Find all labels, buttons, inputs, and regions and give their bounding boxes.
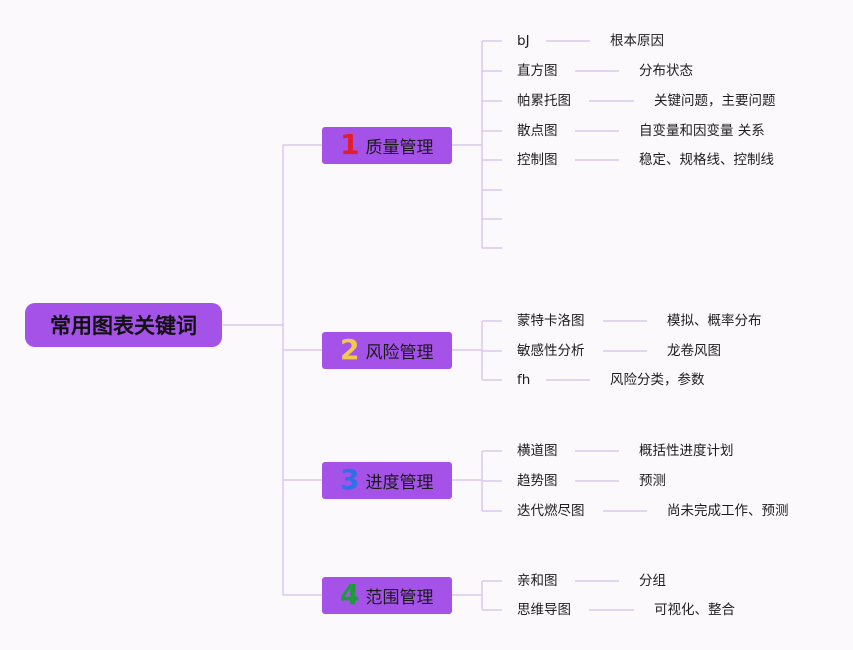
root-node[interactable]: 常用图表关键词 bbox=[25, 303, 222, 347]
leaf-node[interactable]: 蒙特卡洛图 bbox=[517, 313, 585, 329]
branch-label: 质量管理 bbox=[365, 137, 434, 158]
root-label: 常用图表关键词 bbox=[50, 314, 197, 338]
leaf-note[interactable]: 自变量和因变量 关系 bbox=[639, 123, 765, 139]
leaf-node[interactable]: bJ bbox=[517, 33, 530, 49]
leaf-note[interactable]: 概括性进度计划 bbox=[639, 443, 734, 459]
branch-node-scope[interactable]: 4 范围管理 bbox=[322, 576, 452, 614]
leaf-node[interactable]: 散点图 bbox=[517, 123, 558, 139]
leaf-node[interactable]: 横道图 bbox=[517, 443, 558, 459]
branch-label: 范围管理 bbox=[365, 587, 434, 608]
leaf-note[interactable]: 分组 bbox=[639, 573, 666, 589]
leaf-node[interactable]: 趋势图 bbox=[517, 473, 558, 489]
branch-label: 风险管理 bbox=[365, 342, 434, 363]
leaf-note[interactable]: 稳定、规格线、控制线 bbox=[639, 152, 774, 168]
leaf-node[interactable]: 思维导图 bbox=[517, 602, 571, 618]
leaf-note[interactable]: 风险分类，参数 bbox=[610, 372, 705, 388]
branch-number: 1 bbox=[340, 128, 360, 161]
branch-label: 进度管理 bbox=[365, 472, 434, 493]
leaf-node[interactable]: 直方图 bbox=[517, 63, 558, 79]
leaf-note[interactable]: 根本原因 bbox=[610, 33, 664, 49]
branch-node-risk[interactable]: 2 风险管理 bbox=[322, 331, 452, 369]
leaf-node[interactable]: fh bbox=[517, 372, 531, 388]
branch-number: 3 bbox=[340, 463, 360, 496]
leaf-node[interactable]: 亲和图 bbox=[517, 573, 558, 589]
leaf-note[interactable]: 关键问题，主要问题 bbox=[654, 93, 776, 109]
leaf-node[interactable]: 敏感性分析 bbox=[517, 343, 585, 359]
leaf-node[interactable]: 迭代燃尽图 bbox=[517, 503, 585, 519]
leaf-node[interactable]: 控制图 bbox=[517, 152, 558, 168]
leaf-note[interactable]: 龙卷风图 bbox=[667, 343, 721, 359]
leaf-note[interactable]: 可视化、整合 bbox=[654, 602, 735, 618]
branch-node-quality[interactable]: 1 质量管理 bbox=[322, 126, 452, 164]
leaf-note[interactable]: 预测 bbox=[639, 473, 666, 489]
leaf-note[interactable]: 模拟、概率分布 bbox=[667, 313, 762, 329]
branch-node-schedule[interactable]: 3 进度管理 bbox=[322, 461, 452, 499]
leaf-note[interactable]: 分布状态 bbox=[639, 63, 693, 79]
branch-number: 4 bbox=[340, 578, 360, 611]
leaf-node[interactable]: 帕累托图 bbox=[517, 93, 571, 109]
leaf-note[interactable]: 尚未完成工作、预测 bbox=[667, 503, 789, 519]
branch-number: 2 bbox=[340, 333, 360, 366]
